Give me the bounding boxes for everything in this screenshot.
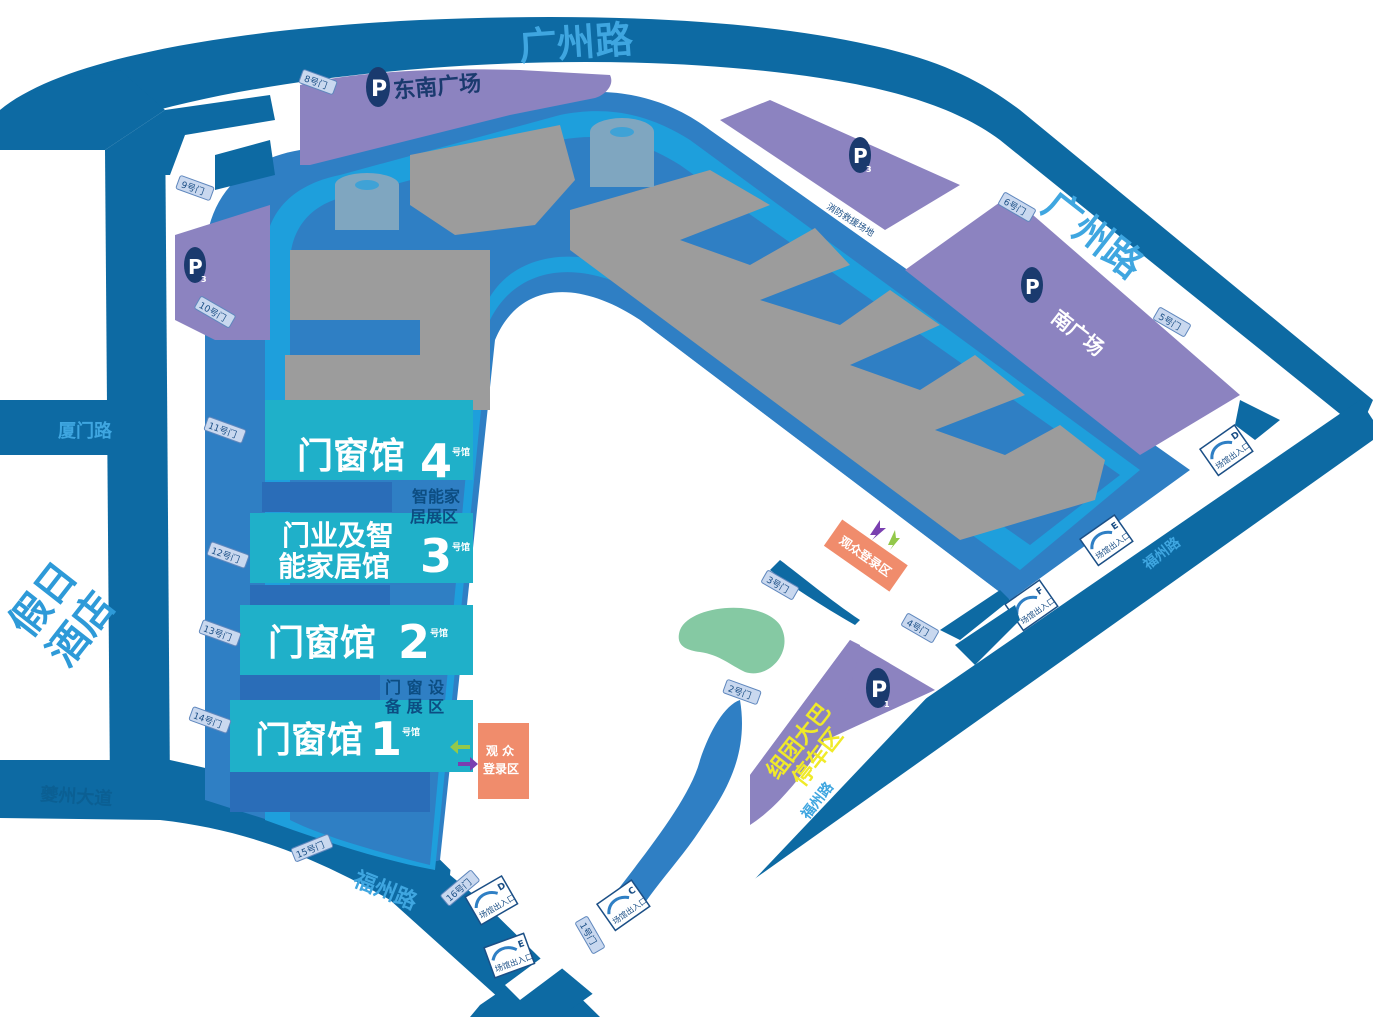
road-label-kuizhou: 夔州大道 <box>39 783 113 810</box>
entrance-e-right[interactable]: 场馆出入口 E <box>1078 514 1134 567</box>
wave-icon <box>474 891 499 909</box>
smart-home-zone-line1: 智能家 <box>412 487 461 506</box>
parking-p-icon-p3-left: P 3 <box>184 247 207 284</box>
hall-3-unit: 号馆 <box>452 541 470 553</box>
svg-text:3: 3 <box>866 165 872 174</box>
hall-3-name-line1: 门业及智 <box>282 519 394 552</box>
wave-icon <box>1210 440 1233 460</box>
building-center-top <box>410 125 575 235</box>
hall-3[interactable] <box>250 513 473 583</box>
parking-icons: P P 3 P P 3 P 1 <box>184 67 1043 709</box>
exhibition-halls <box>230 400 473 812</box>
right-side-structures <box>940 400 1280 665</box>
registration-left[interactable]: 观 众 登录区 <box>450 721 531 801</box>
parking-p-icon-south: P <box>1021 267 1043 303</box>
hall-2-name: 门窗馆 <box>268 623 376 664</box>
svg-text:P: P <box>371 77 387 102</box>
hall-4-number: 4 <box>420 434 452 488</box>
parking-p-icon-p1: P 1 <box>866 668 890 709</box>
svg-text:1: 1 <box>884 700 890 709</box>
hall-1-unit: 号馆 <box>402 726 420 738</box>
top-left-buildings <box>165 95 275 190</box>
hall-2-unit: 号馆 <box>430 627 448 639</box>
road-xiamen <box>0 400 140 455</box>
hall-2[interactable] <box>240 605 473 675</box>
road-guangzhou-top <box>0 17 1373 431</box>
svg-text:E: E <box>1110 521 1121 533</box>
svg-text:P: P <box>853 144 868 168</box>
entrance-d-left[interactable]: 场馆出入口 D <box>464 874 519 926</box>
hall-3-number: 3 <box>420 529 452 583</box>
registration-left-line2: 登录区 <box>482 761 519 776</box>
arrow-right-out-icon <box>870 520 886 540</box>
hall-1-name: 门窗馆 <box>255 720 363 761</box>
hall-1[interactable] <box>230 700 473 772</box>
arrow-in-icon <box>450 740 470 754</box>
zone-labels: 智能家 居展区 门 窗 设 备 展 区 <box>384 487 461 716</box>
svg-text:F: F <box>1035 586 1046 598</box>
p3-top-plaza <box>720 100 960 230</box>
hall-4-name: 门窗馆 <box>297 436 405 477</box>
svg-text:P: P <box>1025 275 1040 299</box>
south-plaza <box>905 195 1240 455</box>
parking-p-icon-p3-top: P 3 <box>849 137 872 174</box>
wave-icon <box>1090 530 1113 550</box>
wave-icon <box>491 946 518 961</box>
smart-home-zone-line2: 居展区 <box>410 507 458 526</box>
water-channel <box>610 700 742 910</box>
wave-icon <box>607 895 630 915</box>
hall-3-name-line2: 能家居馆 <box>278 550 390 583</box>
road-kuizhou <box>0 760 600 1017</box>
building-left-block <box>285 250 490 410</box>
equipment-zone-line2: 备 展 区 <box>384 697 444 716</box>
hall-4[interactable] <box>265 400 473 480</box>
svg-text:C: C <box>627 885 638 897</box>
svg-text:D: D <box>496 881 507 893</box>
svg-text:P: P <box>188 255 203 279</box>
svg-text:E: E <box>517 939 526 951</box>
road-label-guangzhou-top: 广州路 <box>518 17 636 69</box>
hall-labels: 门窗馆 4 号馆 门业及智 能家居馆 3 号馆 门窗馆 2 号馆 门窗馆 1 号… <box>255 434 470 766</box>
green-lawn <box>678 607 785 674</box>
svg-text:P: P <box>871 678 887 703</box>
road-label-xiamen: 厦门路 <box>58 420 113 442</box>
hall-1-number: 1 <box>370 712 402 766</box>
building-e-shape <box>570 170 1105 540</box>
svg-text:3: 3 <box>201 275 207 284</box>
road-top-left-angled <box>0 70 165 150</box>
equipment-zone-line1: 门 窗 设 <box>385 678 445 697</box>
arrow-out-icon <box>458 757 478 771</box>
grey-buildings <box>285 118 1105 540</box>
registration-left-line1: 观 众 <box>486 743 515 758</box>
svg-text:D: D <box>1230 430 1242 442</box>
arrow-right-in-icon <box>888 530 900 550</box>
hall-4-unit: 号馆 <box>452 446 470 458</box>
hall-2-number: 2 <box>398 615 430 669</box>
parking-p-icon-southeast: P <box>366 67 390 107</box>
